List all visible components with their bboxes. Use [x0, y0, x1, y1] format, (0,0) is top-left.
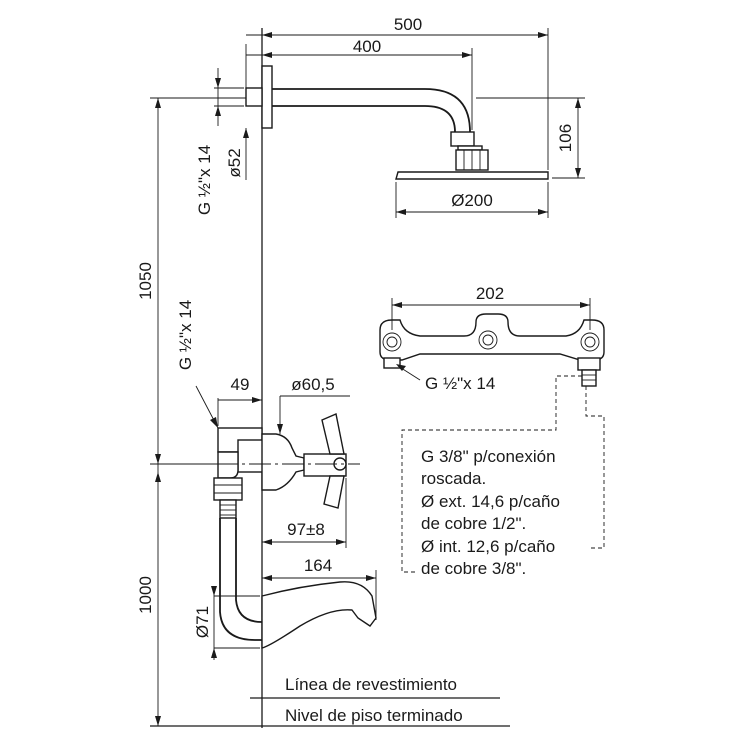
dimension-flange-diameter: ø52: [214, 68, 249, 180]
shower-arm-assembly: [245, 65, 549, 180]
mixer-thread-callout: G ½"x 14: [176, 300, 219, 429]
dim-1050-label: 1050: [136, 262, 155, 300]
note-line-2: roscada.: [421, 469, 486, 488]
dimension-handle-diameter: ø60,5: [277, 375, 350, 434]
mixer-side-view: [213, 413, 377, 649]
mixer-thread-label: G ½"x 14: [176, 300, 195, 370]
note-line-6: de cobre 3/8".: [421, 559, 526, 578]
dim-1000-label: 1000: [136, 576, 155, 614]
dimension-164: 164: [262, 556, 377, 620]
dim-106-label: 106: [556, 124, 575, 152]
floor-finish-label: Nivel de piso terminado: [285, 706, 463, 725]
dim-spout-label: Ø71: [193, 606, 212, 638]
note-line-3: Ø ext. 14,6 p/caño: [421, 492, 560, 511]
dimension-500: 500: [246, 15, 549, 170]
dimension-97: 97±8: [262, 478, 347, 548]
dim-97-label: 97±8: [287, 520, 325, 539]
dim-49-label: 49: [231, 375, 250, 394]
dim-500-label: 500: [394, 15, 422, 34]
inlet-thread-label: G ½"x 14: [425, 374, 495, 393]
note-line-4: de cobre 1/2".: [421, 514, 526, 533]
dimension-49: 49: [217, 375, 262, 426]
note-line-1: G 3/8" p/conexión: [421, 447, 556, 466]
dim-flange-label: ø52: [225, 148, 244, 177]
dim-handle-label: ø60,5: [291, 375, 334, 394]
note-line-5: Ø int. 12,6 p/caño: [421, 537, 555, 556]
mixer-top-view: [379, 313, 605, 387]
dim-400-label: 400: [353, 37, 381, 56]
dim-shower-head-label: Ø200: [451, 191, 493, 210]
shower-thread-label: G ½"x 14: [195, 145, 214, 215]
dimension-1000: 1000: [136, 463, 262, 726]
floor-lines: Línea de revestimiento Nivel de piso ter…: [150, 675, 510, 727]
connection-note-leaders: [401, 375, 605, 573]
dimension-spout-diameter: Ø71: [193, 586, 260, 660]
dimension-202: 202: [391, 284, 591, 330]
inlet-thread-callout: G ½"x 14: [396, 364, 495, 393]
dim-164-label: 164: [304, 556, 332, 575]
connection-note: G 3/8" p/conexión roscada. Ø ext. 14,6 p…: [421, 447, 560, 578]
dimension-shower-head-diameter: Ø200: [395, 182, 549, 218]
wall-finish-label: Línea de revestimiento: [285, 675, 457, 694]
dimension-400: 400: [246, 37, 473, 130]
dimension-106: 106: [476, 97, 585, 179]
dimension-1050: 1050: [136, 97, 246, 464]
dim-202-label: 202: [476, 284, 504, 303]
